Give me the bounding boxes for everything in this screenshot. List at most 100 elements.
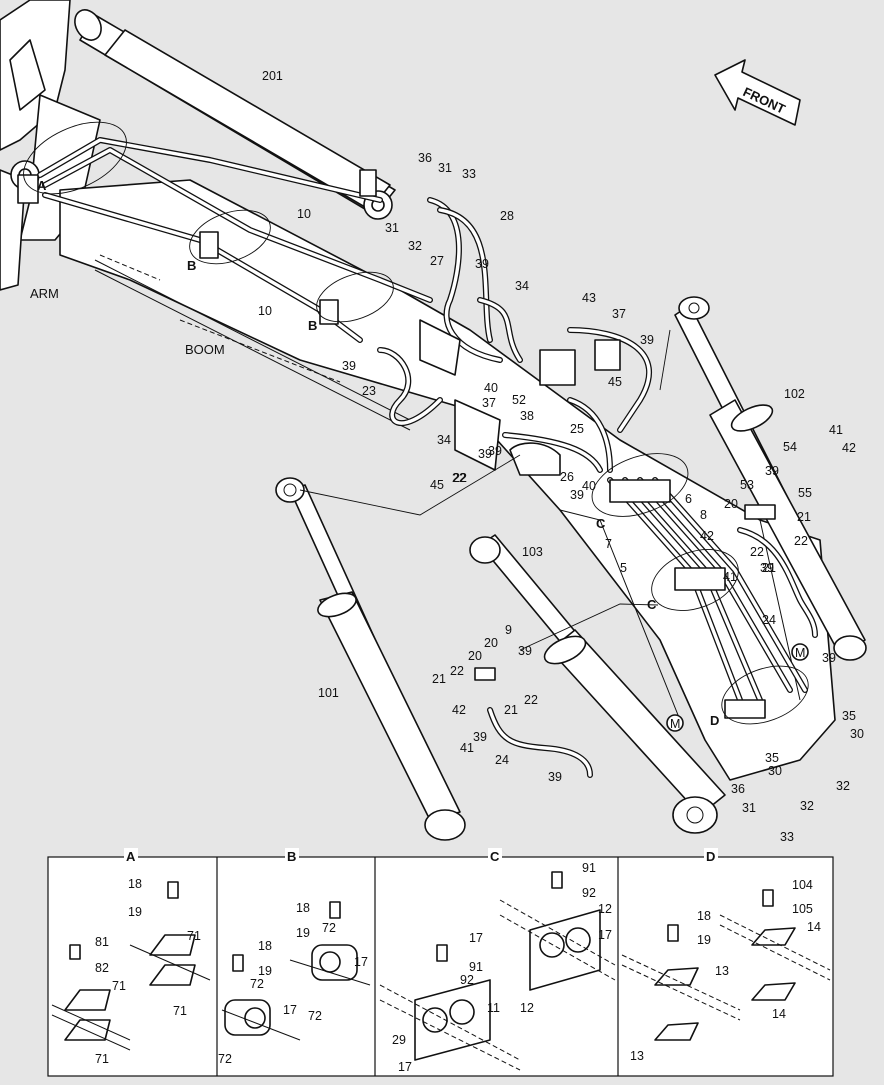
panel-callout-number: 14 bbox=[772, 1007, 786, 1021]
callout-number: 10 bbox=[297, 207, 311, 221]
panel-callout-number: 18 bbox=[296, 901, 310, 915]
clamp-blocks bbox=[17, 169, 776, 719]
panel-callout-number: 105 bbox=[792, 902, 813, 916]
callout-number: 22 bbox=[524, 693, 538, 707]
panel-callout-number: 17 bbox=[354, 955, 368, 969]
callout-number: 24 bbox=[762, 613, 776, 627]
callout-number: 39 bbox=[765, 464, 779, 478]
ref-b-label-1: B bbox=[187, 258, 196, 273]
front-arrow: FRONT bbox=[714, 59, 801, 126]
panel-callout-number: 82 bbox=[95, 961, 109, 975]
panel-callout-number: 17 bbox=[398, 1060, 412, 1074]
callout-number: 39 bbox=[760, 561, 774, 575]
callout-number: 42 bbox=[842, 441, 856, 455]
callout-number: 20 bbox=[484, 636, 498, 650]
panel-callout-number: 71 bbox=[187, 929, 201, 943]
callout-number: 34 bbox=[515, 279, 529, 293]
callout-number: 21 bbox=[432, 672, 446, 686]
callout-number: 22 bbox=[452, 471, 466, 485]
callout-number: 28 bbox=[500, 209, 514, 223]
callout-number: 102 bbox=[784, 387, 805, 401]
callout-number: 32 bbox=[408, 239, 422, 253]
panel-b: B bbox=[221, 848, 371, 1041]
panel-callout-number: 72 bbox=[308, 1009, 322, 1023]
panel-callout-number: 72 bbox=[322, 921, 336, 935]
callout-number: 40 bbox=[484, 381, 498, 395]
ref-b-label-2: B bbox=[308, 318, 317, 333]
panel-callout-number: 11 bbox=[487, 1001, 500, 1015]
callout-number: 32 bbox=[836, 779, 850, 793]
panel-callout-number: 19 bbox=[296, 926, 310, 940]
ref-d-label: D bbox=[710, 713, 719, 728]
callout-number: 41 bbox=[723, 570, 737, 584]
callout-number: 35 bbox=[765, 751, 779, 765]
boom-structure bbox=[59, 179, 836, 781]
callout-number: 39 bbox=[570, 488, 584, 502]
ref-c-label-2: C bbox=[647, 597, 657, 612]
callout-number: 37 bbox=[482, 396, 496, 410]
callout-number: 36 bbox=[731, 782, 745, 796]
ref-m-label-2: M bbox=[670, 717, 680, 731]
callout-number: 8 bbox=[700, 508, 707, 522]
panel-callout-number: 13 bbox=[715, 964, 729, 978]
callout-number: 26 bbox=[560, 470, 574, 484]
panel-a: A bbox=[51, 848, 211, 1051]
callout-number: 5 bbox=[620, 561, 627, 575]
callout-number: 39 bbox=[640, 333, 654, 347]
panel-callout-number: 72 bbox=[218, 1052, 232, 1066]
callout-number: 31 bbox=[385, 221, 399, 235]
panel-callout-number: 17 bbox=[598, 928, 612, 942]
callout-number: 201 bbox=[262, 69, 283, 83]
callout-number: 22 bbox=[750, 545, 764, 559]
panel-callout-number: 91 bbox=[469, 960, 483, 974]
callout-number: 43 bbox=[582, 291, 596, 305]
reference-lines bbox=[99, 254, 671, 651]
callout-number: 39 bbox=[518, 644, 532, 658]
callout-number: 9 bbox=[505, 623, 512, 637]
callout-number: 7 bbox=[605, 537, 612, 551]
cylinder-101 bbox=[275, 477, 466, 841]
panel-callout-number: 19 bbox=[128, 905, 142, 919]
callout-number: 30 bbox=[850, 727, 864, 741]
callout-number: 39 bbox=[478, 447, 492, 461]
callout-number: 33 bbox=[780, 830, 794, 844]
callout-number: 45 bbox=[608, 375, 622, 389]
callout-number: 40 bbox=[582, 479, 596, 493]
panel-callout-number: 12 bbox=[520, 1001, 534, 1015]
cylinder-103 bbox=[469, 534, 726, 834]
callout-number: 39 bbox=[473, 730, 487, 744]
callout-number: 55 bbox=[798, 486, 812, 500]
ref-c-label-1: C bbox=[596, 516, 606, 531]
callout-number: 33 bbox=[462, 167, 476, 181]
panel-b-title: B bbox=[287, 849, 296, 864]
callout-number: 6 bbox=[685, 492, 692, 506]
callout-number: 39 bbox=[475, 257, 489, 271]
cylinder-201 bbox=[74, 9, 396, 220]
detail-ellipses bbox=[23, 121, 809, 725]
panel-callout-number: 17 bbox=[283, 1003, 297, 1017]
callout-number: 36 bbox=[418, 151, 432, 165]
callout-number: 22 bbox=[794, 534, 808, 548]
callout-number: 42 bbox=[452, 703, 466, 717]
callout-number: 39 bbox=[342, 359, 356, 373]
callout-number: 35 bbox=[842, 709, 856, 723]
callout-number: 21 bbox=[762, 561, 776, 575]
callout-number: 21 bbox=[504, 703, 518, 717]
callout-number: 37 bbox=[612, 307, 626, 321]
arm-label: ARM bbox=[30, 286, 59, 301]
callout-number: 54 bbox=[783, 440, 797, 454]
callout-number: 10 bbox=[258, 304, 272, 318]
callout-number: 22 bbox=[453, 471, 467, 485]
callout-number: 21 bbox=[797, 510, 811, 524]
callout-number: 22 bbox=[450, 664, 464, 678]
boom-label: BOOM bbox=[185, 342, 225, 357]
callout-number: 39 bbox=[488, 444, 502, 458]
panel-callout-number: 18 bbox=[128, 877, 142, 891]
panel-a-title: A bbox=[126, 849, 136, 864]
panel-callout-number: 91 bbox=[582, 861, 596, 875]
panel-callout-number: 104 bbox=[792, 878, 813, 892]
ref-m-label-1: M bbox=[795, 646, 805, 660]
